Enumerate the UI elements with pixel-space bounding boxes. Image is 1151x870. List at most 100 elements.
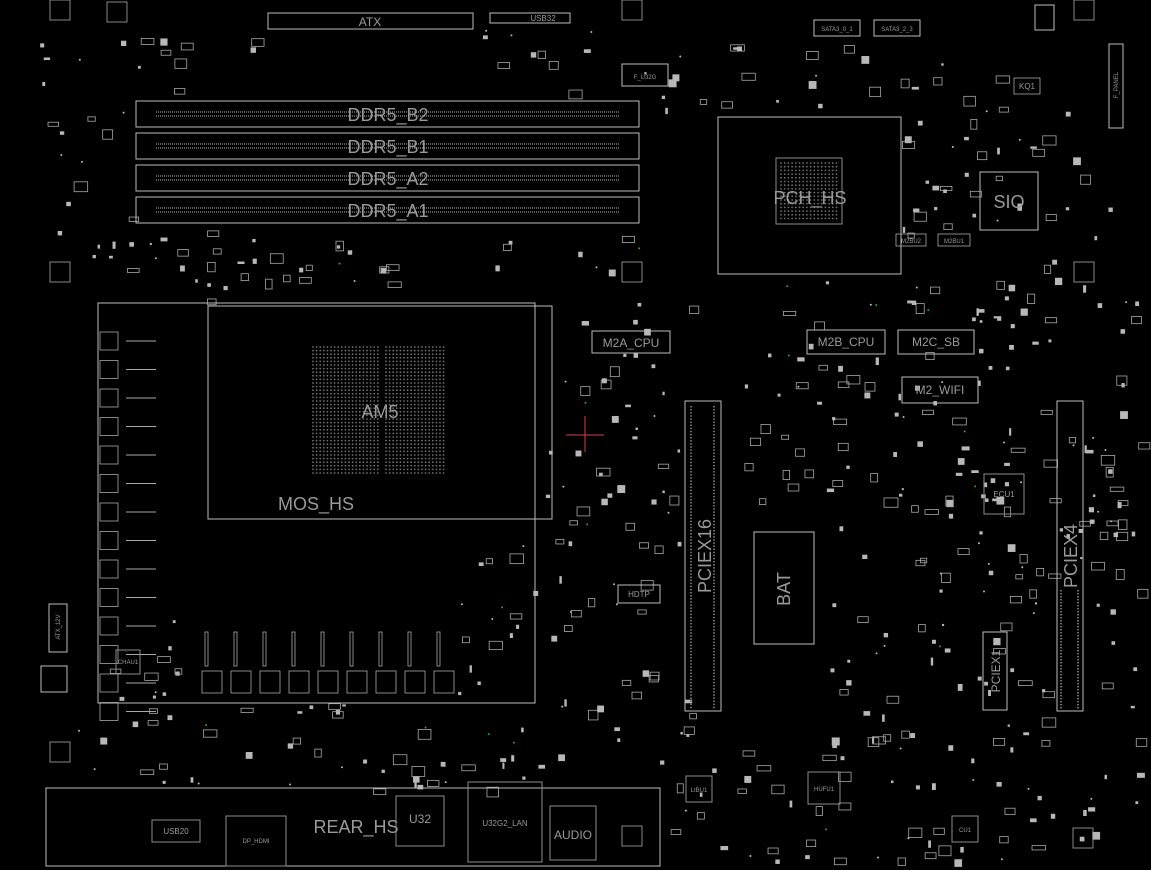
m2bu2-chip[interactable] (895, 233, 927, 247)
ddr5-a1-label: DDR5_A1 (347, 201, 428, 222)
pch-ball (802, 180, 805, 183)
smd-pad (984, 681, 988, 686)
pch-ball (824, 213, 827, 216)
atx12v-connector[interactable] (48, 603, 68, 653)
dp-hdmi-port[interactable] (225, 815, 287, 867)
smd-component (814, 321, 826, 331)
test-point (963, 430, 966, 433)
ddr5-a1-slot[interactable] (135, 196, 640, 224)
atx-connector[interactable] (267, 12, 474, 30)
am5-pin (388, 432, 391, 435)
pch-heatsink-outline[interactable] (717, 116, 902, 275)
am5-pin (312, 439, 314, 442)
via (93, 768, 96, 771)
am5-pin (373, 439, 376, 442)
hdtp-header[interactable] (617, 584, 661, 604)
libu1-chip[interactable] (685, 775, 713, 803)
pcie-pin (690, 678, 692, 681)
pciex16-slot[interactable] (684, 400, 722, 712)
smd-pad (597, 705, 604, 713)
am5-pin (417, 382, 420, 384)
u32g2-lan-port[interactable] (467, 781, 543, 863)
am5-pin (330, 385, 332, 388)
am5-pin (326, 389, 329, 392)
am5-pin (315, 454, 318, 456)
am5-pin (333, 356, 336, 359)
m2b-cpu-socket[interactable] (806, 329, 886, 355)
ddr5-b1-slot[interactable] (135, 132, 640, 160)
sata-2-3-connector[interactable] (873, 19, 921, 37)
sio-chip[interactable] (979, 171, 1039, 231)
am5-pin (431, 446, 434, 449)
smd-component (908, 827, 923, 838)
pch-ball (783, 180, 786, 183)
smd-pad (979, 348, 984, 354)
ecu1-chip[interactable] (983, 473, 1025, 515)
am5-pin (376, 428, 379, 431)
smd-component (737, 788, 747, 794)
chau1-chip[interactable] (115, 649, 141, 675)
am5-pin (431, 414, 434, 417)
am5-pin (348, 464, 350, 467)
hufu1-chip[interactable] (807, 771, 841, 805)
am5-pin (373, 418, 376, 420)
smd-pad (971, 758, 975, 764)
pciex4-slot[interactable] (1056, 400, 1084, 712)
smd-component (174, 58, 188, 69)
am5-pin (348, 443, 350, 446)
pcie-pin (1060, 683, 1062, 685)
am5-pin (373, 457, 376, 460)
pcie-pin (1077, 701, 1079, 703)
ddr5-a2-slot[interactable] (135, 164, 640, 192)
pch-chip[interactable] (775, 157, 843, 225)
m2c-sb-socket[interactable] (897, 329, 975, 355)
smd-component (140, 38, 155, 45)
pch-ball (809, 180, 812, 183)
am5-pin (442, 364, 445, 366)
am5-pin (376, 407, 379, 410)
am5-pin (312, 464, 314, 467)
am5-pin (333, 418, 336, 420)
am5-pin (373, 382, 376, 384)
am5-pin (337, 468, 340, 471)
am5-pin (312, 403, 314, 406)
f-u32g-header[interactable] (621, 63, 669, 87)
smd-component (996, 280, 1005, 290)
kq1-chip[interactable] (1013, 77, 1041, 95)
mounting-holes (49, 0, 1095, 849)
audio-jack[interactable] (549, 805, 597, 861)
m2-wifi-socket[interactable] (901, 376, 979, 404)
am5-pin (388, 364, 391, 366)
am5-pin (333, 443, 336, 446)
ddr5-b2-slot[interactable] (135, 100, 640, 128)
usb32-header[interactable] (489, 12, 571, 24)
sata-0-1-connector[interactable] (813, 19, 861, 37)
am5-pin (395, 360, 398, 363)
am5-pin (312, 385, 314, 388)
u32-port[interactable] (395, 795, 445, 847)
m2a-cpu-socket[interactable] (591, 330, 671, 354)
pcie-pin (713, 681, 715, 684)
am5-pin (435, 346, 438, 348)
am5-pin (431, 400, 434, 402)
smd-component (485, 558, 493, 565)
cu1-chip[interactable] (951, 815, 979, 843)
m2bu1-chip[interactable] (937, 233, 971, 247)
via (613, 583, 616, 586)
ddr5-b2-label: DDR5_B2 (347, 105, 428, 126)
am5-socket[interactable] (207, 305, 553, 520)
smd-component (1015, 574, 1024, 580)
pch-ball (787, 206, 790, 209)
am5-pin (376, 436, 379, 438)
smd-pad (712, 768, 717, 773)
am5-pin (315, 410, 318, 413)
smd-component (933, 827, 945, 835)
smd-pad (363, 759, 368, 764)
pciex1-slot[interactable] (982, 631, 1008, 711)
am5-pin (406, 428, 409, 431)
f-panel-header[interactable] (1108, 43, 1124, 129)
usb20-port[interactable] (151, 819, 201, 843)
smd-pad (1023, 732, 1030, 736)
am5-pin (319, 392, 322, 395)
battery-holder[interactable] (753, 531, 815, 645)
